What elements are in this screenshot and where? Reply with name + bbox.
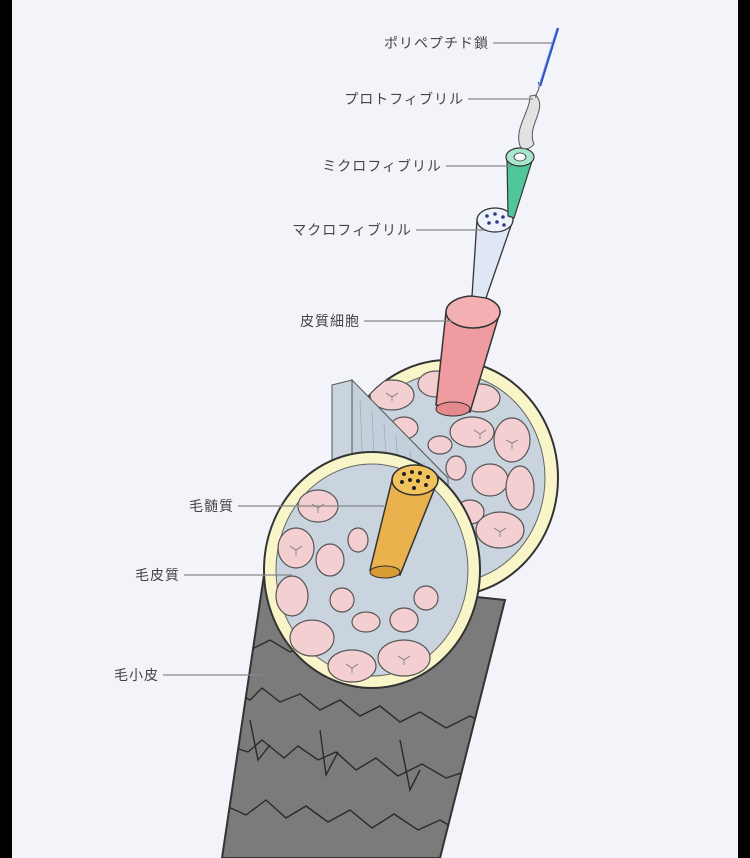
- label-cuticle: 毛小皮: [114, 668, 159, 684]
- labels: ポリペプチド鎖 プロトフィブリル ミクロフィブリル マクロフィブリル 皮質細胞 …: [114, 36, 489, 684]
- label-cortical-cell: 皮質細胞: [300, 314, 360, 330]
- protofibril: [518, 81, 541, 150]
- label-medulla: 毛髄質: [189, 499, 234, 515]
- microfibril: [505, 147, 535, 219]
- medulla-core: [369, 464, 440, 579]
- left-frame-bar: [0, 0, 12, 858]
- label-cortex: 毛皮質: [135, 568, 180, 584]
- label-protofibril: プロトフィブリル: [344, 91, 464, 108]
- label-microfibril: ミクロフィブリル: [322, 158, 442, 175]
- polypeptide-chain: [537, 27, 560, 89]
- label-macrofibril: マクロフィブリル: [292, 222, 412, 239]
- macrofibril: [471, 207, 514, 299]
- label-polypeptide: ポリペプチド鎖: [384, 36, 489, 52]
- leader-lines: [163, 42, 552, 676]
- right-frame-bar: [738, 0, 750, 858]
- cortical-cell: [435, 295, 502, 417]
